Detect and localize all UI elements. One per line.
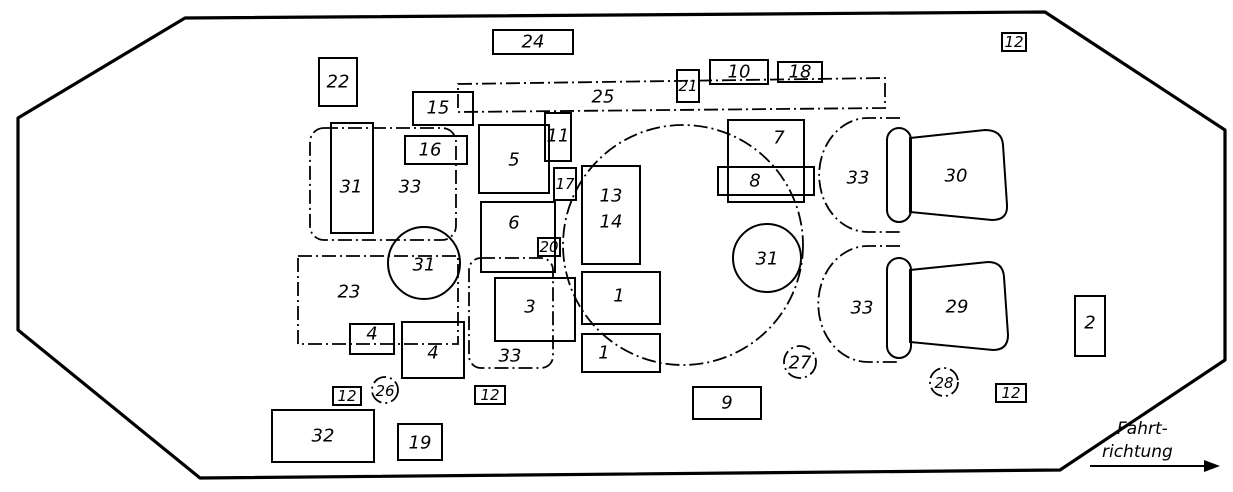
component-33-bottom-outline [468, 257, 554, 369]
component-12-box-top-right [1001, 32, 1027, 52]
component-23-outline [297, 255, 459, 345]
label-12-bottom-right: 12 [1001, 384, 1020, 402]
label-16: 16 [419, 140, 442, 161]
component-31-left-box [330, 122, 374, 234]
component-8-box [717, 166, 815, 196]
label-10: 10 [728, 62, 751, 83]
component-1-lower-box [581, 333, 661, 373]
label-12-left: 12 [337, 387, 356, 405]
component-25-outline [457, 77, 886, 113]
component-13-14-box [581, 165, 641, 265]
direction-arrow-icon [1090, 460, 1220, 472]
label-4-small: 4 [366, 324, 377, 345]
label-5: 5 [508, 150, 519, 171]
label-33-left: 33 [399, 177, 422, 198]
component-12-box-middle [474, 385, 506, 405]
component-31-middle-circle [387, 226, 461, 300]
component-9-box [692, 386, 762, 420]
component-26-circle [371, 376, 399, 404]
component-19-box [397, 423, 443, 461]
component-33-left-outline [309, 127, 457, 241]
label-12-top-right: 12 [1004, 33, 1023, 51]
label-21: 21 [678, 77, 697, 95]
component-33-upper-right-outline [818, 117, 900, 233]
component-12-box-left [332, 386, 362, 406]
label-31-right: 31 [756, 249, 779, 270]
component-17-box [553, 167, 577, 201]
component-28-circle [929, 367, 959, 397]
label-20: 20 [539, 238, 558, 256]
component-15-box [412, 91, 474, 126]
component-27-circle [783, 345, 817, 379]
label-8: 8 [749, 171, 760, 192]
label-29: 29 [946, 297, 969, 318]
direction-label-line1: Fahrt- [1117, 419, 1168, 439]
label-18: 18 [789, 62, 812, 83]
component-2-box [1074, 295, 1106, 357]
label-32: 32 [312, 426, 335, 447]
label-9: 9 [721, 393, 732, 414]
label-3: 3 [524, 297, 535, 318]
label-31-left: 31 [340, 177, 363, 198]
label-26: 26 [375, 382, 394, 400]
component-7-box [727, 119, 805, 203]
component-11-box [544, 112, 572, 162]
component-31-right-circle [732, 223, 802, 293]
component-4-small-box [349, 323, 395, 355]
turret-circle [562, 124, 804, 366]
label-27: 27 [789, 353, 812, 374]
label-2: 2 [1084, 313, 1095, 334]
label-15: 15 [427, 98, 450, 119]
component-16-box [404, 135, 468, 165]
label-13: 13 [600, 186, 623, 207]
label-31-middle: 31 [413, 255, 436, 276]
label-1-upper: 1 [613, 286, 624, 307]
label-4: 4 [427, 343, 438, 364]
component-29-bar [886, 257, 912, 359]
component-30-shape [909, 128, 1009, 222]
label-19: 19 [409, 433, 432, 454]
label-24: 24 [522, 32, 545, 53]
label-14: 14 [600, 212, 623, 233]
component-24-box [492, 29, 574, 55]
component-4-box [401, 321, 465, 379]
label-33-bottom: 33 [499, 346, 522, 367]
component-12-box-bottom-right [995, 383, 1027, 403]
component-10-box [709, 59, 769, 85]
label-1-lower: 1 [598, 343, 609, 364]
label-7: 7 [773, 128, 785, 149]
label-25: 25 [592, 87, 615, 108]
component-30-bar [886, 127, 912, 223]
component-1-upper-box [581, 271, 661, 325]
label-12-middle: 12 [480, 386, 499, 404]
component-22-box [318, 57, 358, 107]
direction-label-line2: richtung [1102, 442, 1173, 462]
label-33-upper-right: 33 [847, 168, 870, 189]
label-30: 30 [945, 166, 968, 187]
component-18-box [777, 61, 823, 83]
component-32-box [271, 409, 375, 463]
component-29-shape [909, 260, 1010, 352]
label-23: 23 [338, 282, 361, 303]
component-33-lower-right-outline [817, 245, 900, 363]
component-3-box [494, 277, 576, 342]
component-5-box [478, 124, 550, 194]
hull-outline [16, 10, 1227, 480]
label-22: 22 [327, 72, 350, 93]
label-28: 28 [934, 374, 953, 392]
label-11: 11 [547, 126, 570, 147]
component-21-box [676, 69, 700, 103]
label-17: 17 [555, 175, 575, 193]
label-6: 6 [508, 213, 519, 234]
component-20-box [537, 237, 561, 257]
label-33-lower-right: 33 [851, 298, 874, 319]
